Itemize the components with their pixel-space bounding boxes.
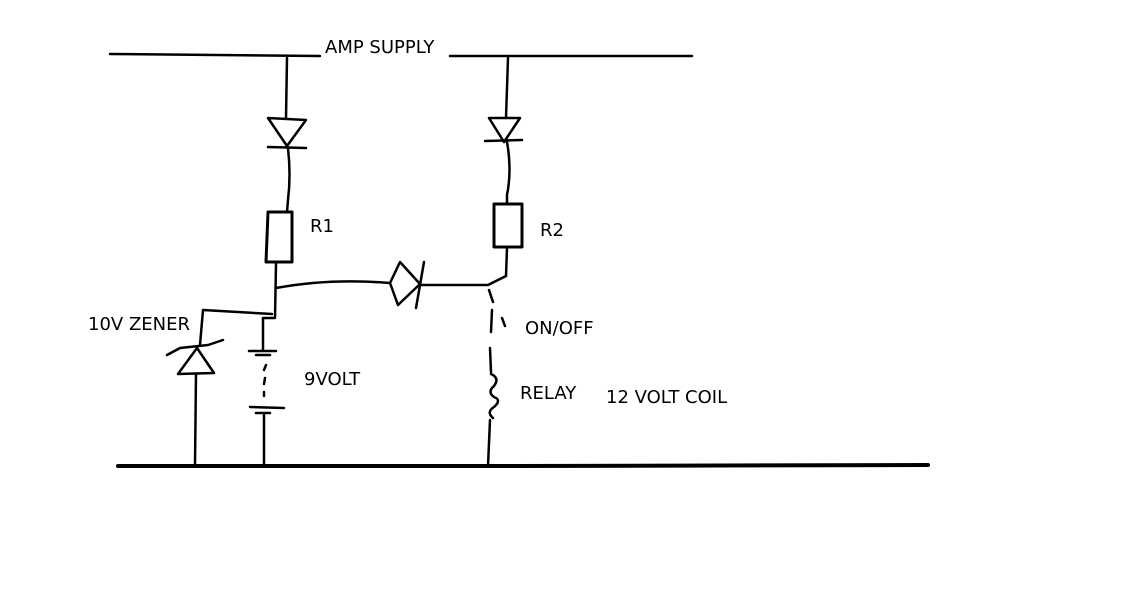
zener-label: 10V ZENER	[88, 314, 190, 335]
diode-left-icon	[266, 116, 308, 150]
zener-wire-bottom	[193, 372, 198, 468]
right-wire-mid	[505, 140, 511, 206]
resistor-r1-icon	[264, 210, 294, 264]
right-wire-top	[504, 56, 510, 120]
switch-label: ON/OFF	[525, 318, 594, 339]
r1-label: R1	[310, 216, 334, 237]
ground-rail	[116, 463, 930, 468]
left-wire-node	[261, 262, 278, 352]
battery-icon	[247, 349, 286, 415]
supply-rail	[108, 52, 694, 58]
relay-coil-icon	[488, 372, 500, 420]
coil-label: 12 VOLT COIL	[606, 387, 727, 408]
r2-label: R2	[540, 220, 564, 241]
relay-wire-bottom	[486, 418, 492, 468]
zener-wire-top	[198, 308, 274, 347]
battery-label: 9VOLT	[304, 369, 361, 390]
supply-label: AMP SUPPLY	[325, 37, 435, 58]
right-wire-node	[504, 246, 509, 278]
switch-icon	[487, 288, 507, 374]
zener-icon	[165, 338, 225, 376]
resistor-r2-icon	[492, 202, 524, 249]
left-wire-mid	[285, 146, 291, 214]
relay-label: RELAY	[520, 383, 577, 404]
link-wire-left	[274, 280, 392, 290]
link-wire-right	[418, 274, 508, 287]
left-wire-top	[284, 56, 289, 120]
diode-right-icon	[483, 116, 524, 144]
